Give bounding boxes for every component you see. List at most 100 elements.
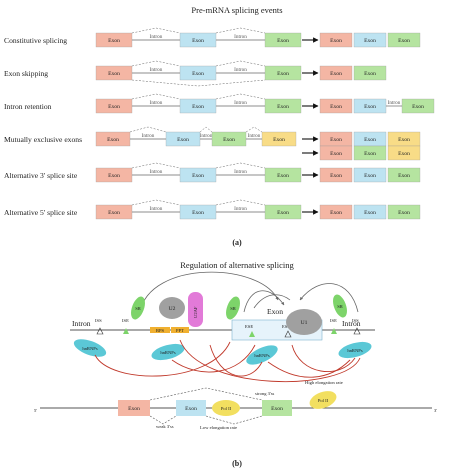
- pol2-slow-label: Pol II: [221, 406, 232, 411]
- exon-box: [95, 204, 133, 220]
- exon-3: [262, 400, 292, 416]
- iss-marker-left: [96, 327, 104, 335]
- panel-b-title: Regulation of alternative splicing: [180, 260, 294, 270]
- ese-label: ESE: [245, 324, 253, 329]
- exon-label: Exon: [177, 137, 189, 143]
- mrna-exon-label: Exon: [364, 173, 376, 179]
- exon-label: Exon: [108, 210, 120, 216]
- exon-label: Exon: [192, 210, 204, 216]
- exon-box: [95, 131, 131, 147]
- bps-element: [150, 327, 170, 333]
- mrna-exon-label: Exon: [330, 38, 342, 44]
- u1-label: U1: [301, 320, 308, 326]
- mrna-exon-label: Exon: [364, 137, 376, 143]
- three-prime-end: 3': [434, 408, 437, 413]
- event-label: Intron retention: [4, 102, 52, 111]
- splice-junction: [199, 126, 213, 133]
- high-elongation-label: High elongation rate: [305, 380, 343, 385]
- u2af-factor: [188, 292, 203, 327]
- interaction-arcs: [139, 271, 359, 313]
- iss-label-left: ISS: [95, 318, 102, 323]
- mrna-exon-label: Exon: [330, 71, 342, 77]
- bps-label: BPS: [156, 328, 165, 333]
- mrna-exon: [319, 204, 353, 220]
- hnrnp-label-4: hnRNPs: [347, 348, 363, 353]
- central-exon-label: Exon: [267, 307, 283, 316]
- splice-junction: [131, 162, 181, 169]
- mrna-exon-alt-label: Exon: [330, 151, 342, 157]
- exon-label: Exon: [277, 71, 289, 77]
- exon-box: [95, 167, 133, 183]
- exon-2: [176, 400, 206, 416]
- exon-box: [179, 98, 217, 114]
- mrna-exon-label: Exon: [330, 104, 342, 110]
- mrna-exon-label: Exon: [398, 173, 410, 179]
- exon-label: Exon: [192, 38, 204, 44]
- include-junction-2: [205, 415, 263, 425]
- intron-label: Intron: [142, 133, 155, 139]
- sr-protein-right: [333, 294, 347, 318]
- mrna-exon-alt: [353, 145, 387, 161]
- hnrnp-factors: hnRNPs hnRNPs hnRNPs hnRNPs: [73, 339, 372, 365]
- exon-label: Exon: [108, 71, 120, 77]
- splice-junction: [131, 93, 181, 100]
- exon-label: Exon: [277, 104, 289, 110]
- intron-label: Intron: [150, 206, 163, 212]
- exon-label: Exon: [273, 137, 285, 143]
- exon-label: Exon: [192, 173, 204, 179]
- event-label: Exon skipping: [4, 69, 48, 78]
- mrna-exon-label: Exon: [330, 210, 342, 216]
- iss-label-right: ISS: [352, 318, 359, 323]
- u2af-label: U2AF: [193, 306, 198, 318]
- exon-label: Exon: [277, 210, 289, 216]
- intron-label: Intron: [200, 133, 213, 139]
- exon-box: [95, 98, 133, 114]
- mrna-exon: [353, 167, 387, 183]
- mrna-exon: [353, 65, 387, 81]
- pol2-slow: [212, 400, 240, 416]
- mrna-exon: [353, 204, 387, 220]
- mrna-exon: [319, 32, 353, 48]
- event-label: Mutually exclusive exons: [4, 135, 82, 144]
- ise-marker-right: [331, 328, 337, 334]
- exon-box: [179, 65, 217, 81]
- sr-label-left: SR: [135, 306, 142, 311]
- skip-junction: [131, 79, 266, 87]
- hnrnp-label-2: hnRNPs: [160, 350, 176, 355]
- mrna-exon: [387, 32, 421, 48]
- hnrnp-label-1: hnRNPs: [82, 346, 98, 351]
- ppt-label: PPT: [176, 328, 184, 333]
- mrna-exon: [353, 32, 387, 48]
- intron-label: Intron: [234, 67, 247, 73]
- exon-box: [264, 32, 302, 48]
- sr-protein-left: [131, 296, 145, 320]
- iss-marker-right: [353, 327, 361, 335]
- exon-box: [264, 167, 302, 183]
- intron-right-label: Intron: [342, 319, 361, 328]
- strong-3ss-label: strong 3'ss: [255, 391, 275, 396]
- u2-snrnp: [159, 297, 185, 319]
- intron-label: Intron: [234, 34, 247, 40]
- exon-box: [211, 131, 247, 147]
- sr-label-right: SR: [337, 304, 344, 309]
- exon-2-label: Exon: [185, 406, 197, 412]
- splice-junction: [215, 60, 266, 67]
- exon-label: Exon: [108, 173, 120, 179]
- skip-junction: [149, 387, 263, 401]
- splice-junction: [245, 126, 263, 133]
- mrna-exon-alt: [387, 145, 421, 161]
- exon-label: Exon: [192, 104, 204, 110]
- mrna-exon-alt: [319, 145, 353, 161]
- intron-label: Intron: [234, 100, 247, 106]
- mrna-exon-label: Exon: [330, 173, 342, 179]
- exon-box: [179, 167, 217, 183]
- mrna-exon-label: Exon: [364, 38, 376, 44]
- ess-label: ESS: [282, 324, 290, 329]
- mrna-exon-alt-label: Exon: [398, 151, 410, 157]
- mrna-exon: [319, 98, 353, 114]
- low-elongation-label: Low elongation rate: [200, 425, 237, 430]
- exon-box: [179, 204, 217, 220]
- ise-label-left: ISE: [122, 318, 129, 323]
- mrna-exon-label: Exon: [330, 137, 342, 143]
